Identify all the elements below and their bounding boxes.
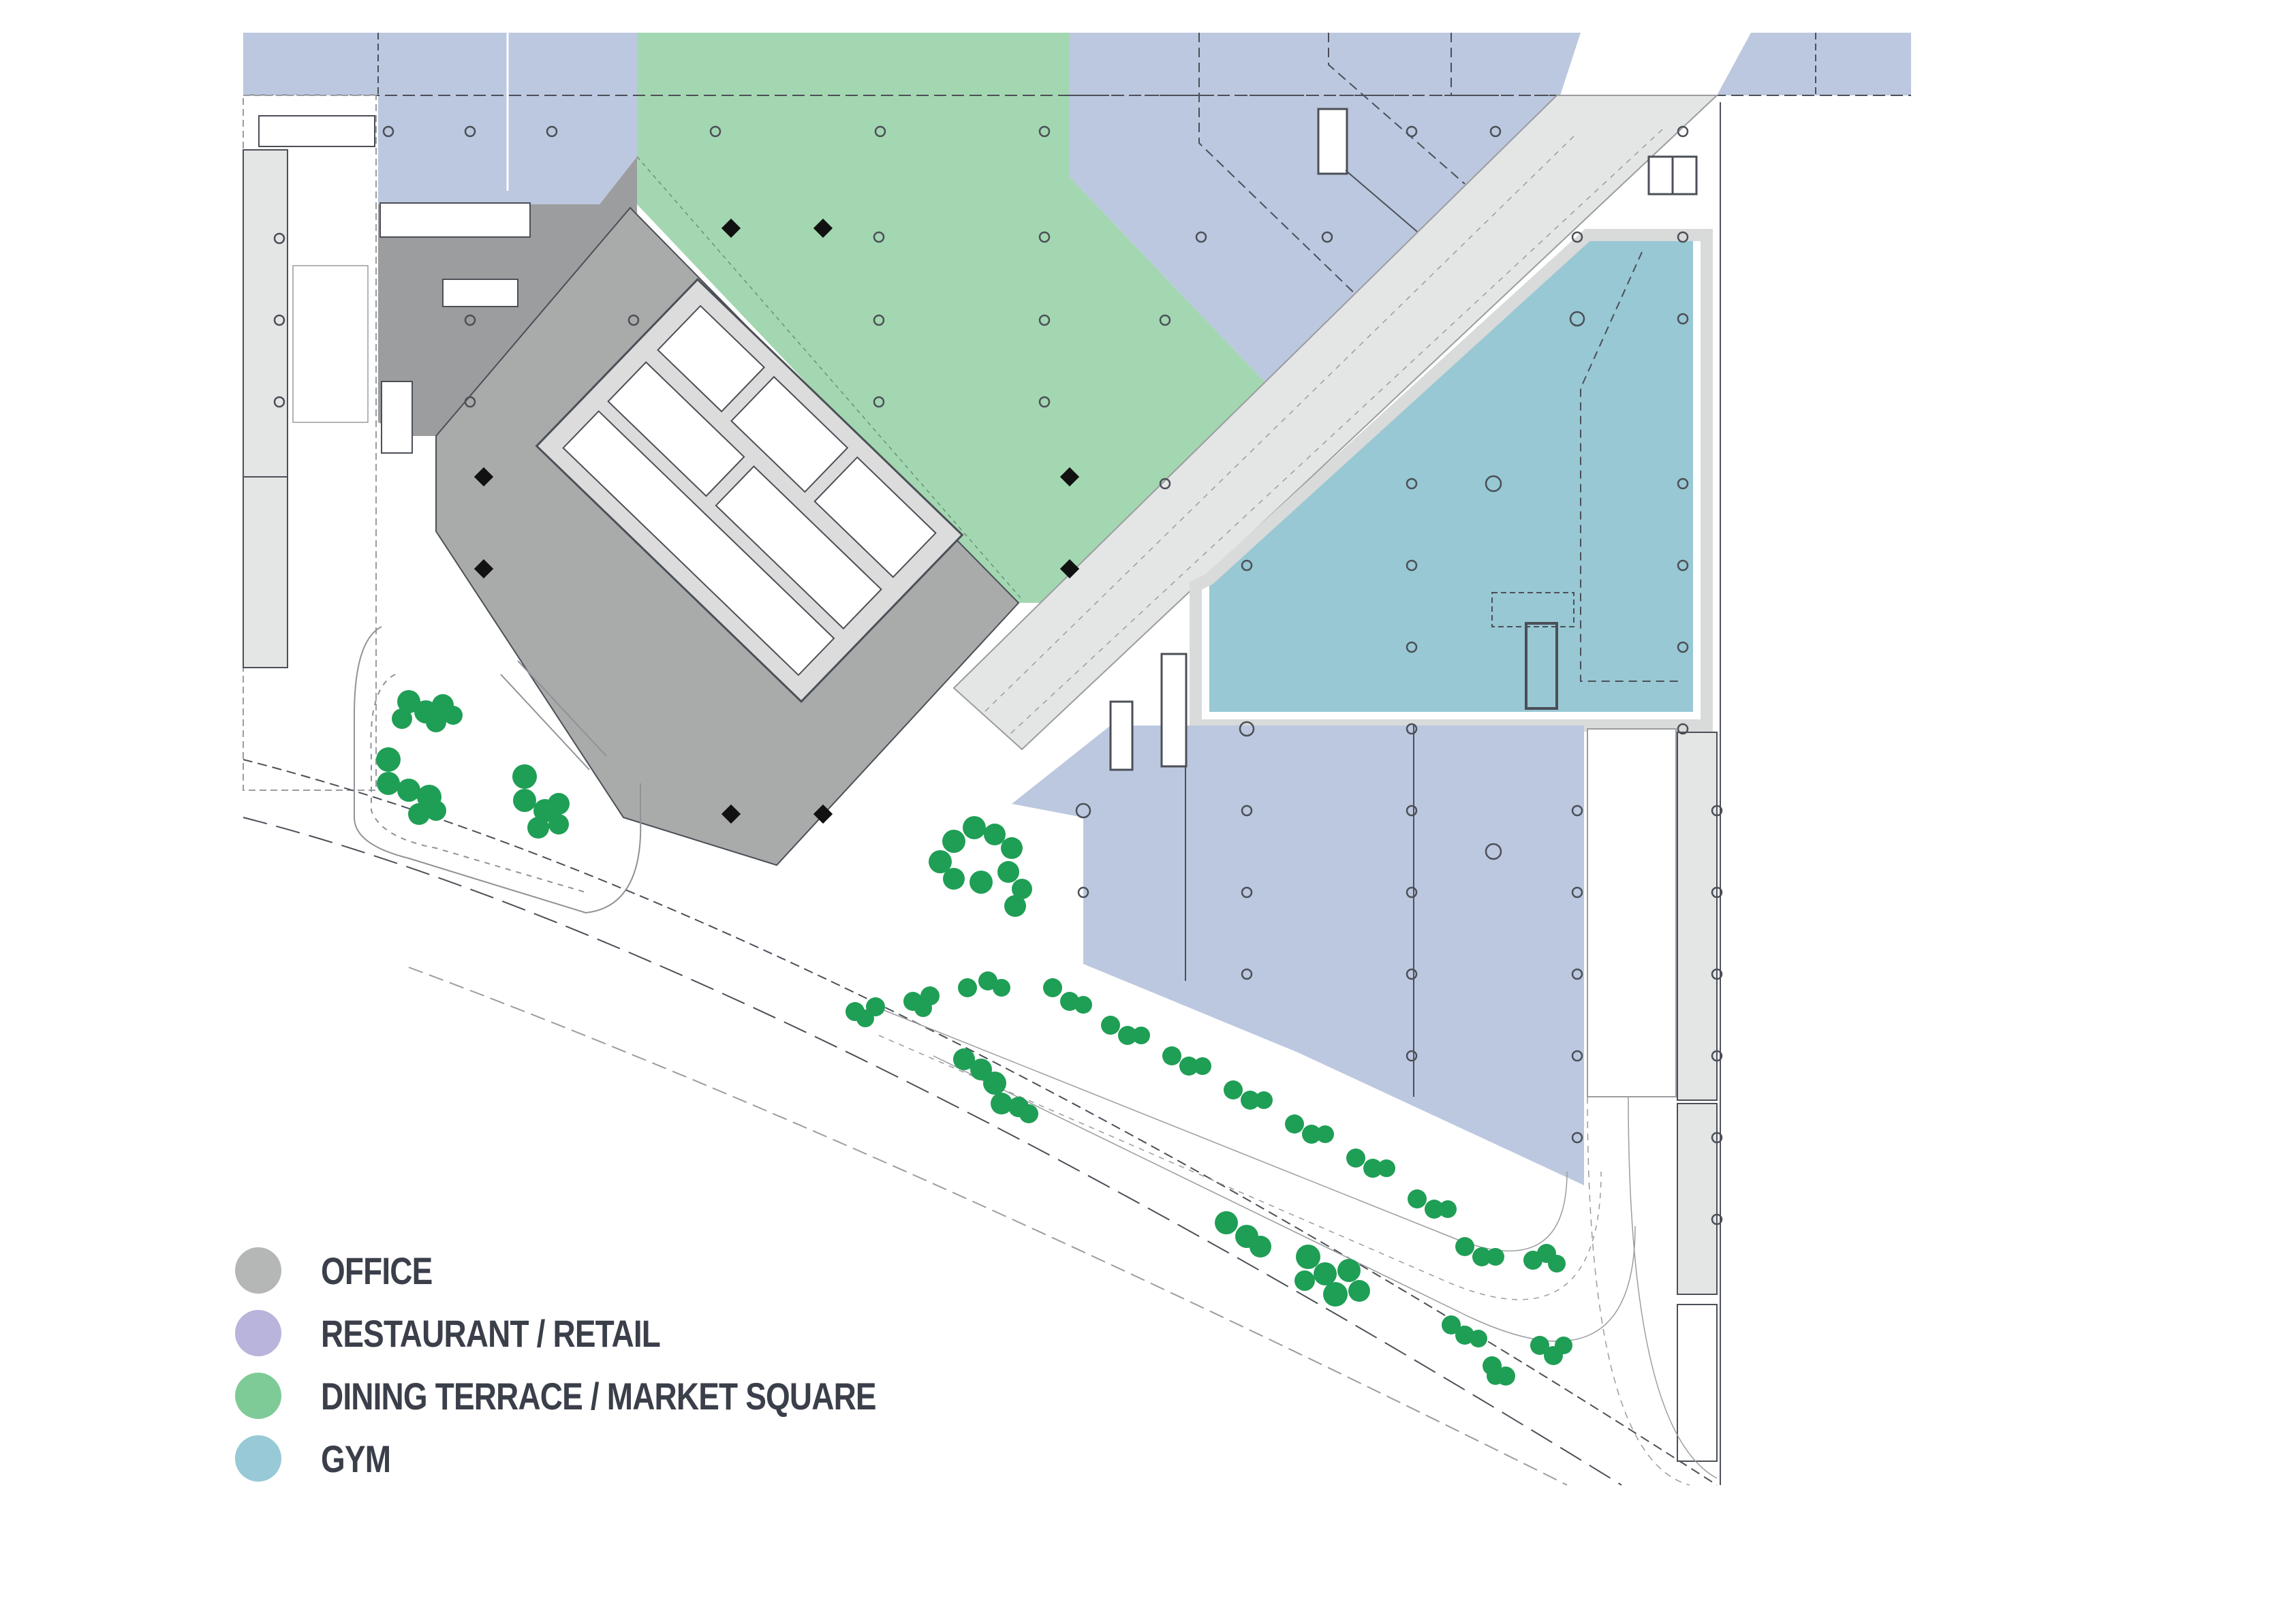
- legend-label-office: OFFICE: [321, 1249, 433, 1292]
- legend-item-office: OFFICE: [235, 1247, 456, 1294]
- legend-swatch-office: [235, 1247, 281, 1294]
- gym-zone: [1190, 229, 1713, 732]
- landscape-trees: [376, 690, 1572, 1386]
- service-strip-right: [1587, 102, 1721, 1485]
- retail-zone-top-left: [243, 33, 637, 204]
- office-core: [535, 278, 964, 703]
- structural-grid: [273, 125, 1723, 1225]
- service-strip-left: [243, 95, 377, 791]
- entrance-plaza: [354, 626, 642, 914]
- legend-item-gym: GYM: [235, 1435, 406, 1482]
- dining-terrace-zone: [636, 33, 1277, 603]
- retail-zone-lower-right: [1012, 653, 1584, 1185]
- legend-swatch-dining-terrace: [235, 1373, 281, 1419]
- legend-swatch-gym: [235, 1435, 281, 1482]
- street: [243, 759, 1718, 1486]
- legend-item-restaurant-retail: RESTAURANT / RETAIL: [235, 1309, 734, 1357]
- legend-label-dining-terrace: DINING TERRACE / MARKET SQUARE: [321, 1374, 877, 1418]
- back-of-house: [378, 157, 637, 454]
- office-building: [435, 206, 1080, 866]
- office-columns: [474, 218, 1080, 824]
- legend-label-gym: GYM: [321, 1437, 391, 1480]
- circulation-corridor: [952, 95, 1719, 751]
- legend-item-dining-terrace: DINING TERRACE / MARKET SQUARE: [235, 1372, 998, 1420]
- legend-label-restaurant-retail: RESTAURANT / RETAIL: [321, 1311, 661, 1355]
- retail-zone-top-right: [1070, 33, 1581, 395]
- legend-swatch-restaurant-retail: [235, 1310, 281, 1356]
